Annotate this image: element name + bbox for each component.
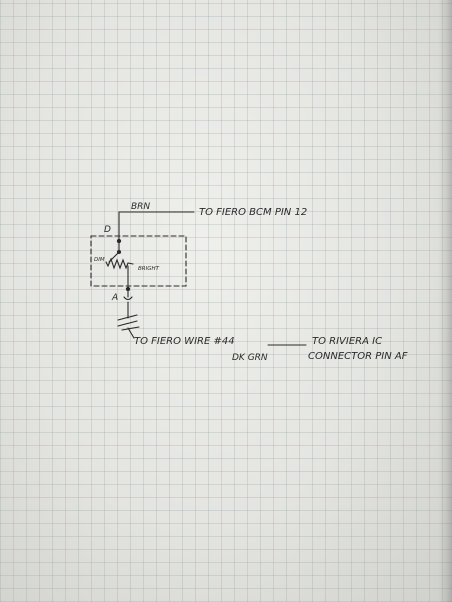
label-fiero-wire: TO FIERO WIRE #44 (134, 336, 235, 347)
label-dim: DIM (94, 257, 105, 263)
label-wire-color: DK GRN (232, 353, 268, 363)
wire-brn (118, 211, 195, 234)
label-brn: BRN (131, 202, 150, 212)
wire-to-label (127, 327, 135, 339)
label-riviera-line2: CONNECTOR PIN AF (308, 351, 408, 362)
label-terminal-a: A (111, 293, 118, 303)
resistor (105, 257, 134, 270)
switch-housing (90, 235, 187, 287)
label-bcm-connection: TO FIERO BCM PIN 12 (199, 207, 307, 218)
wire-break (117, 314, 140, 331)
label-terminal-d: D (104, 225, 111, 235)
contact-pivot (116, 249, 122, 255)
terminal-a-hook (123, 296, 133, 301)
label-bright: BRIGHT (138, 266, 160, 272)
label-riviera-line1: TO RIVIERA IC (312, 336, 382, 347)
page-edge-shadow (438, 0, 452, 602)
